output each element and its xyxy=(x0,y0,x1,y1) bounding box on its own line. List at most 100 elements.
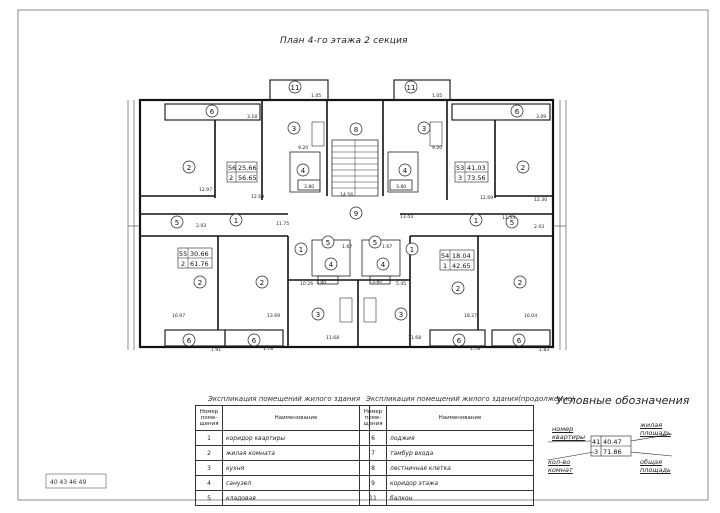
legend-title: Условные обозначения xyxy=(556,394,690,407)
area-label: 1.83 xyxy=(539,347,549,353)
staircase xyxy=(331,139,379,197)
col-header-num: Номер поме- щения xyxy=(359,405,387,431)
area-label: 1.05 xyxy=(432,93,442,99)
room-number: 8 xyxy=(354,126,358,134)
room-number: 5 xyxy=(326,239,330,247)
legend-symbol xyxy=(547,433,673,461)
room-number: 1 xyxy=(234,217,238,225)
room-number: 11 xyxy=(407,84,416,92)
room-number: 2 xyxy=(260,279,264,287)
area-label: 1.91 xyxy=(211,347,221,353)
room-number: 4 xyxy=(403,167,408,175)
room-number: 9 xyxy=(354,210,358,218)
area-label: 11.68 xyxy=(326,335,339,341)
area-label: 3.80 xyxy=(396,184,406,190)
legend-living-area: жилая площадь xyxy=(640,421,671,437)
apartment-badge-55: 55 2 30.66 61.76 xyxy=(177,247,213,269)
area-label: 2.03 xyxy=(534,224,544,230)
room-number: 5 xyxy=(510,219,514,227)
area-label: 2.03 xyxy=(196,223,206,229)
room-number: 6 xyxy=(517,337,522,345)
room-number: 6 xyxy=(187,337,192,345)
svg-text:18.04: 18.04 xyxy=(452,252,471,260)
svg-text:61.76: 61.76 xyxy=(190,260,209,268)
area-label: 1.78 xyxy=(470,346,480,352)
svg-text:2: 2 xyxy=(229,174,233,182)
svg-text:40.47: 40.47 xyxy=(603,438,622,446)
area-label: 13.43 xyxy=(400,214,413,220)
area-label: 12.69 xyxy=(480,195,493,201)
room-number: 2 xyxy=(187,164,191,172)
area-label: 3.80 xyxy=(316,280,326,286)
svg-text:56.65: 56.65 xyxy=(238,174,257,182)
col-header-name: Наименование xyxy=(222,405,370,431)
area-label: 16.04 xyxy=(524,313,537,319)
room-number: 3 xyxy=(292,125,296,133)
area-label: 13.69 xyxy=(267,313,280,319)
apartment-badges: 56 2 25.66 56.65 53 3 41.03 73.56 55 2 3… xyxy=(177,161,489,271)
room-number: 6 xyxy=(457,337,462,345)
kitchen-fixtures xyxy=(311,121,443,323)
area-label: 11.68 xyxy=(408,335,421,341)
area-label: 11.53 xyxy=(502,215,515,221)
room-number: 6 xyxy=(210,108,215,116)
area-label: 9.20 xyxy=(298,145,308,151)
apartment-badge-53: 53 3 41.03 73.56 xyxy=(454,161,489,183)
svg-text:25.66: 25.66 xyxy=(238,164,257,172)
stamp-text: 40 43 46 49 xyxy=(50,479,86,486)
area-label: 3.18 xyxy=(247,114,257,120)
area-label: 5.45 xyxy=(396,281,406,287)
svg-text:71.86: 71.86 xyxy=(603,448,622,456)
apartment-badge-56: 56 2 25.66 56.65 xyxy=(226,161,258,183)
svg-text:2: 2 xyxy=(181,260,185,268)
svg-text:55: 55 xyxy=(179,250,187,258)
room-number: 1 xyxy=(299,246,303,254)
area-dimensions: 1.05 1.05 3.18 3.09 9.20 9.20 12.97 12.6… xyxy=(172,93,549,353)
area-label: 3.80 xyxy=(372,279,382,285)
svg-text:56: 56 xyxy=(228,164,236,172)
room-number: 11 xyxy=(291,84,300,92)
legend-room-count: кол-во комнат xyxy=(548,458,573,474)
room-number: 6 xyxy=(515,108,520,116)
room-number: 6 xyxy=(252,337,257,345)
room-number: 2 xyxy=(456,285,460,293)
room-number: 2 xyxy=(518,279,522,287)
svg-text:1: 1 xyxy=(443,262,447,270)
room-number: 1 xyxy=(474,217,478,225)
svg-text:3: 3 xyxy=(458,174,462,182)
axis-lines xyxy=(127,100,567,350)
apartment-badge-54: 54 1 18.04 42.65 xyxy=(439,249,475,271)
room-number: 5 xyxy=(175,219,179,227)
svg-text:73.56: 73.56 xyxy=(467,174,486,182)
legend-apt-number: номер квартиры xyxy=(552,425,586,441)
area-label: 3.09 xyxy=(536,114,546,120)
area-label: 1.05 xyxy=(311,93,321,99)
legend-total-area: общая площадь xyxy=(640,458,671,474)
area-label: 16.97 xyxy=(172,313,185,319)
room-number: 3 xyxy=(316,311,320,319)
area-label: 1.67 xyxy=(382,244,392,250)
room-circles xyxy=(170,80,530,347)
area-label: 10.26 xyxy=(300,281,313,287)
room-number: 2 xyxy=(198,279,202,287)
svg-text:53: 53 xyxy=(456,164,464,172)
room-number: 4 xyxy=(301,167,306,175)
room-number: 4 xyxy=(381,261,386,269)
area-label: 3.80 xyxy=(304,184,314,190)
outer-walls xyxy=(138,98,555,349)
area-label: 12.69 xyxy=(251,194,264,200)
room-number: 1 xyxy=(410,246,414,254)
area-label: 18.27 xyxy=(464,313,477,319)
room-number: 3 xyxy=(399,311,403,319)
svg-text:3: 3 xyxy=(594,448,598,456)
